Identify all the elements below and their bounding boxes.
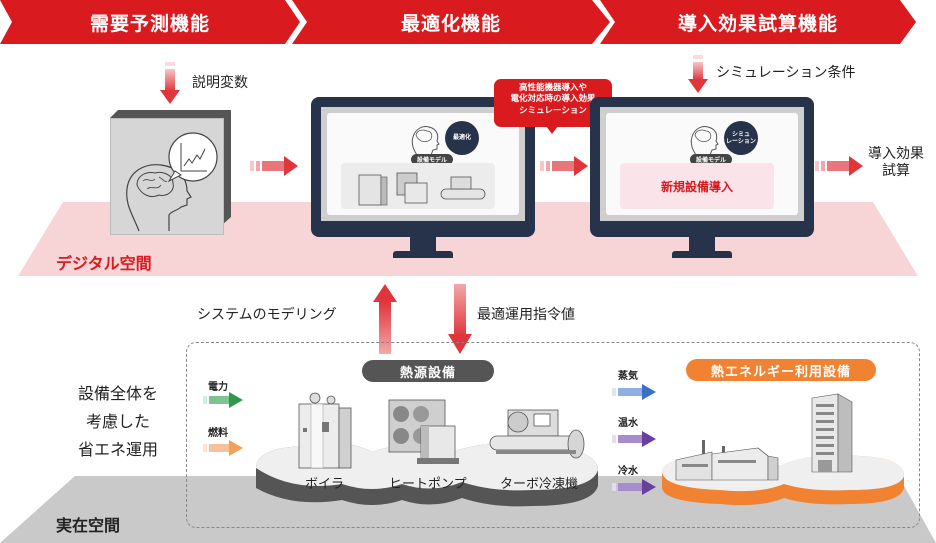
heat-pump-label: ヒートポンプ (389, 477, 467, 492)
electricity-label: 電力 (208, 382, 228, 393)
factory-icon (675, 440, 779, 481)
output-line: 導入効果 (868, 146, 924, 162)
ai-box-side (222, 110, 231, 225)
equipment-model-tag: 設備モデル (690, 154, 733, 165)
monitor-screen-inner: シミュ レーション 設備モデル 新規設備導入 (606, 113, 798, 215)
ai-box (110, 118, 224, 235)
optimal-operation-command-label: 最適運用指令値 (477, 307, 575, 323)
command-down-arrow-icon (448, 284, 472, 354)
stage-optimization: 最適化機能 (292, 0, 610, 44)
callout-line: 電化対応時の導入効果 (510, 94, 596, 105)
hot-water-label: 温水 (618, 418, 638, 429)
flow-arrow-icon (540, 156, 588, 176)
badge-line: シミュ (731, 130, 750, 138)
steam-label: 蒸気 (618, 371, 638, 382)
new-equipment-label: 新規設備導入 (660, 179, 733, 194)
monitor-stand (410, 237, 436, 253)
stage-demand-forecast: 需要予測機能 (0, 0, 300, 44)
boiler-icon (298, 392, 352, 469)
boiler-label: ボイラ (305, 477, 345, 492)
simulation-badge: シミュ レーション (724, 121, 758, 155)
equipment-tray (341, 163, 495, 209)
brain-head-icon (126, 132, 218, 232)
monitor-base (393, 251, 453, 258)
heat-pump-icon (388, 399, 459, 464)
boiler-icon (358, 172, 486, 206)
energy-saving-operation-label: 設備全体を 考慮した 省エネ運用 (78, 380, 158, 464)
monitor-base (672, 251, 732, 258)
chilled-water-arrow-icon (612, 479, 656, 495)
equipment-model-tag: 設備モデル (411, 154, 454, 165)
side-line: 考慮した (86, 412, 151, 431)
new-equipment-tray: 新規設備導入 (620, 163, 774, 209)
chilled-water-label: 冷水 (618, 466, 638, 477)
input-down-arrow-icon (160, 62, 180, 104)
real-facility-boundary (186, 342, 920, 528)
optimization-badge: 最適化 (445, 121, 479, 155)
sim-condition-down-arrow-icon (688, 55, 708, 93)
monitor-stand (689, 237, 715, 253)
stage-label: 導入効果試算機能 (677, 12, 838, 35)
simulation-monitor: シミュ レーション 設備モデル 新規設備導入 (590, 97, 814, 237)
stage-effect-estimation: 導入効果試算機能 (600, 0, 916, 44)
electricity-arrow-icon (203, 392, 243, 408)
office-building-icon (811, 393, 853, 473)
flow-arrow-icon (250, 156, 298, 176)
side-line: 設備全体を (78, 384, 159, 403)
side-line: 省エネ運用 (78, 440, 159, 459)
turbo-chiller-label: ターボ冷凍機 (500, 477, 579, 492)
system-modeling-label: システムのモデリング (197, 307, 337, 323)
heat-source-title: 熱源設備 (362, 360, 494, 382)
steam-arrow-icon (612, 384, 656, 400)
real-space-label: 実在空間 (56, 516, 121, 535)
badge-line: レーション (726, 138, 756, 145)
monitor-screen: シミュ レーション 設備モデル 新規設備導入 (600, 107, 804, 221)
flow-arrow-icon (815, 156, 863, 176)
turbo-chiller-icon (489, 409, 585, 459)
digital-space-label: デジタル空間 (56, 254, 152, 273)
brain-head-icon (411, 126, 440, 156)
ai-box-top (110, 110, 231, 118)
explanatory-variables-label: 説明変数 (192, 75, 248, 91)
callout-line: シミュレーション (519, 105, 587, 116)
hot-water-arrow-icon (612, 431, 656, 447)
output-line: 試算 (882, 162, 910, 179)
monitor-screen: 最適化 設備モデル (321, 107, 525, 221)
fuel-label: 燃料 (208, 428, 228, 439)
heat-use-title: 熱エネルギー利用設備 (686, 359, 876, 381)
modeling-up-arrow-icon (373, 284, 397, 354)
stage-label: 最適化機能 (400, 12, 501, 35)
brain-head-icon (690, 126, 719, 156)
stage-label: 需要予測機能 (89, 12, 210, 35)
fuel-arrow-icon (203, 440, 243, 456)
callout-line: 高性能機器導入や (518, 83, 587, 93)
monitor-screen-inner: 最適化 設備モデル (327, 113, 519, 215)
simulation-condition-label: シミュレーション条件 (716, 65, 856, 81)
effect-estimation-output-label: 導入効果 試算 (868, 146, 924, 180)
